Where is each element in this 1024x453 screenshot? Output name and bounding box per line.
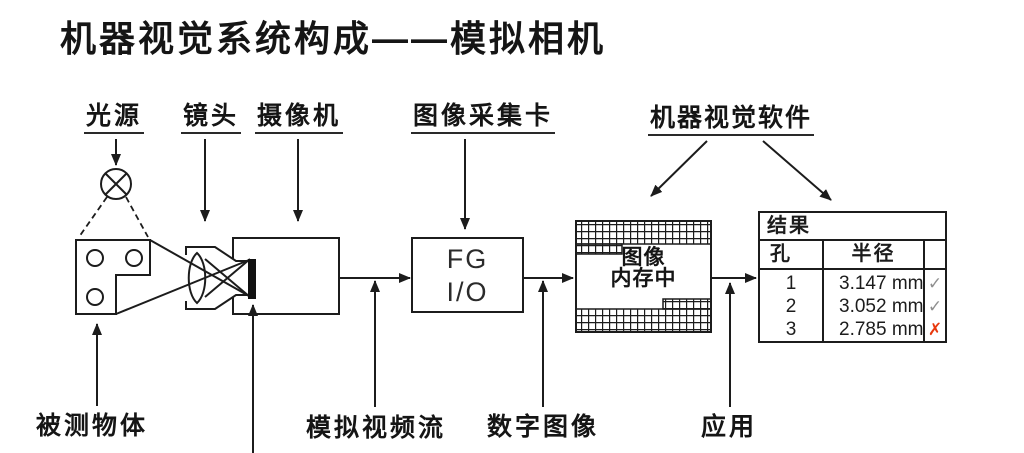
pass-mark-icon: ✓ [927, 274, 943, 293]
memory-box [575, 220, 712, 333]
frame-grabber-text: FG I/O [412, 243, 523, 309]
column-status: ✓ ✓ ✗ [923, 241, 945, 341]
object-hole-1 [86, 249, 104, 267]
results-table-body: 孔 1 2 3 半径 3.147 mm 3.052 mm 2.785 mm ✓ [760, 241, 945, 341]
label-camera: 摄像机 [255, 103, 344, 134]
label-lens: 镜头 [181, 103, 242, 134]
label-analog-video: 模拟视频流 [306, 414, 447, 442]
measured-object-shape [75, 239, 151, 315]
memory-line1: 图像 [621, 246, 666, 269]
light-source-icon [100, 168, 132, 200]
column-radius: 半径 3.147 mm 3.052 mm 2.785 mm [822, 241, 923, 341]
label-digital-image: 数字图像 [487, 413, 600, 441]
table-cell-radius: 3.147 mm [839, 273, 924, 294]
label-application: 应用 [701, 413, 758, 441]
label-measured-object: 被测物体 [36, 412, 149, 440]
object-hole-2 [125, 249, 143, 267]
table-cell-radius: 3.052 mm [839, 296, 924, 317]
memory-hatch-top-left [575, 243, 623, 255]
memory-hatch-bottom-right [662, 298, 712, 310]
hole-cells: 1 2 3 [760, 270, 822, 341]
table-cell-hole: 3 [785, 319, 797, 340]
frame-grabber-box [411, 237, 524, 313]
illumination-rays [78, 196, 149, 238]
results-table-title: 结果 [760, 213, 945, 241]
page-title: 机器视觉系统构成——模拟相机 [60, 18, 607, 59]
object-hole-3 [86, 288, 104, 306]
frame-grabber-line2: I/O [446, 277, 489, 307]
memory-hatch-top [575, 220, 712, 245]
imaging-rays [115, 239, 250, 315]
label-light-source: 光源 [84, 103, 145, 134]
fail-mark-icon: ✗ [927, 320, 943, 339]
radius-cells: 3.147 mm 3.052 mm 2.785 mm [824, 270, 923, 341]
pass-mark-icon: ✓ [927, 297, 943, 316]
memory-line2: 内存中 [610, 267, 677, 290]
frame-grabber-line1: FG [446, 244, 489, 274]
software-arrow-right [762, 140, 832, 201]
sensor-bar [248, 259, 256, 299]
column-header-status [925, 241, 945, 270]
memory-hatch-bottom [575, 308, 712, 333]
label-frame-grabber: 图像采集卡 [411, 103, 556, 134]
column-header-radius: 半径 [824, 241, 923, 270]
column-header-hole: 孔 [760, 241, 822, 270]
results-table: 结果 孔 1 2 3 半径 3.147 mm 3.052 mm 2.785 mm [758, 211, 947, 343]
status-cells: ✓ ✓ ✗ [925, 270, 945, 341]
table-cell-radius: 2.785 mm [839, 319, 924, 340]
table-cell-hole: 2 [785, 296, 797, 317]
table-cell-hole: 1 [785, 273, 797, 294]
memory-text: 图像 内存中 [576, 247, 711, 289]
column-hole: 孔 1 2 3 [760, 241, 822, 341]
label-software: 机器视觉软件 [648, 105, 815, 136]
software-arrow-left [650, 140, 708, 197]
